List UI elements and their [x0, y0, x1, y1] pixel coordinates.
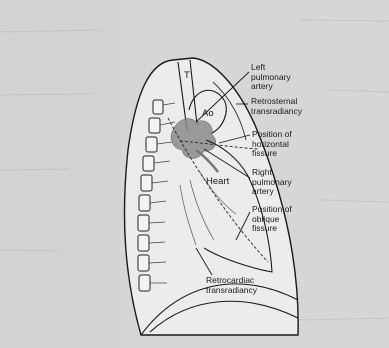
- trachea-label: T: [184, 70, 190, 81]
- heart-label: Heart: [206, 176, 229, 187]
- retrocardiac-transradiancy-label: Retrocardiac transradiancy: [206, 276, 257, 295]
- retrosternal-transradiancy-label: Retrosternal transradiancy: [251, 97, 302, 116]
- left-pulmonary-artery-label: Left pulmonary artery: [251, 63, 291, 92]
- oblique-fissure-label: Position of oblique fissure: [252, 205, 292, 234]
- horizontal-fissure-label: Position of horizontal fissure: [252, 130, 292, 159]
- right-pulmonary-artery-label: Right pulmonary artery: [252, 168, 292, 197]
- aorta-label: Ao: [202, 108, 214, 119]
